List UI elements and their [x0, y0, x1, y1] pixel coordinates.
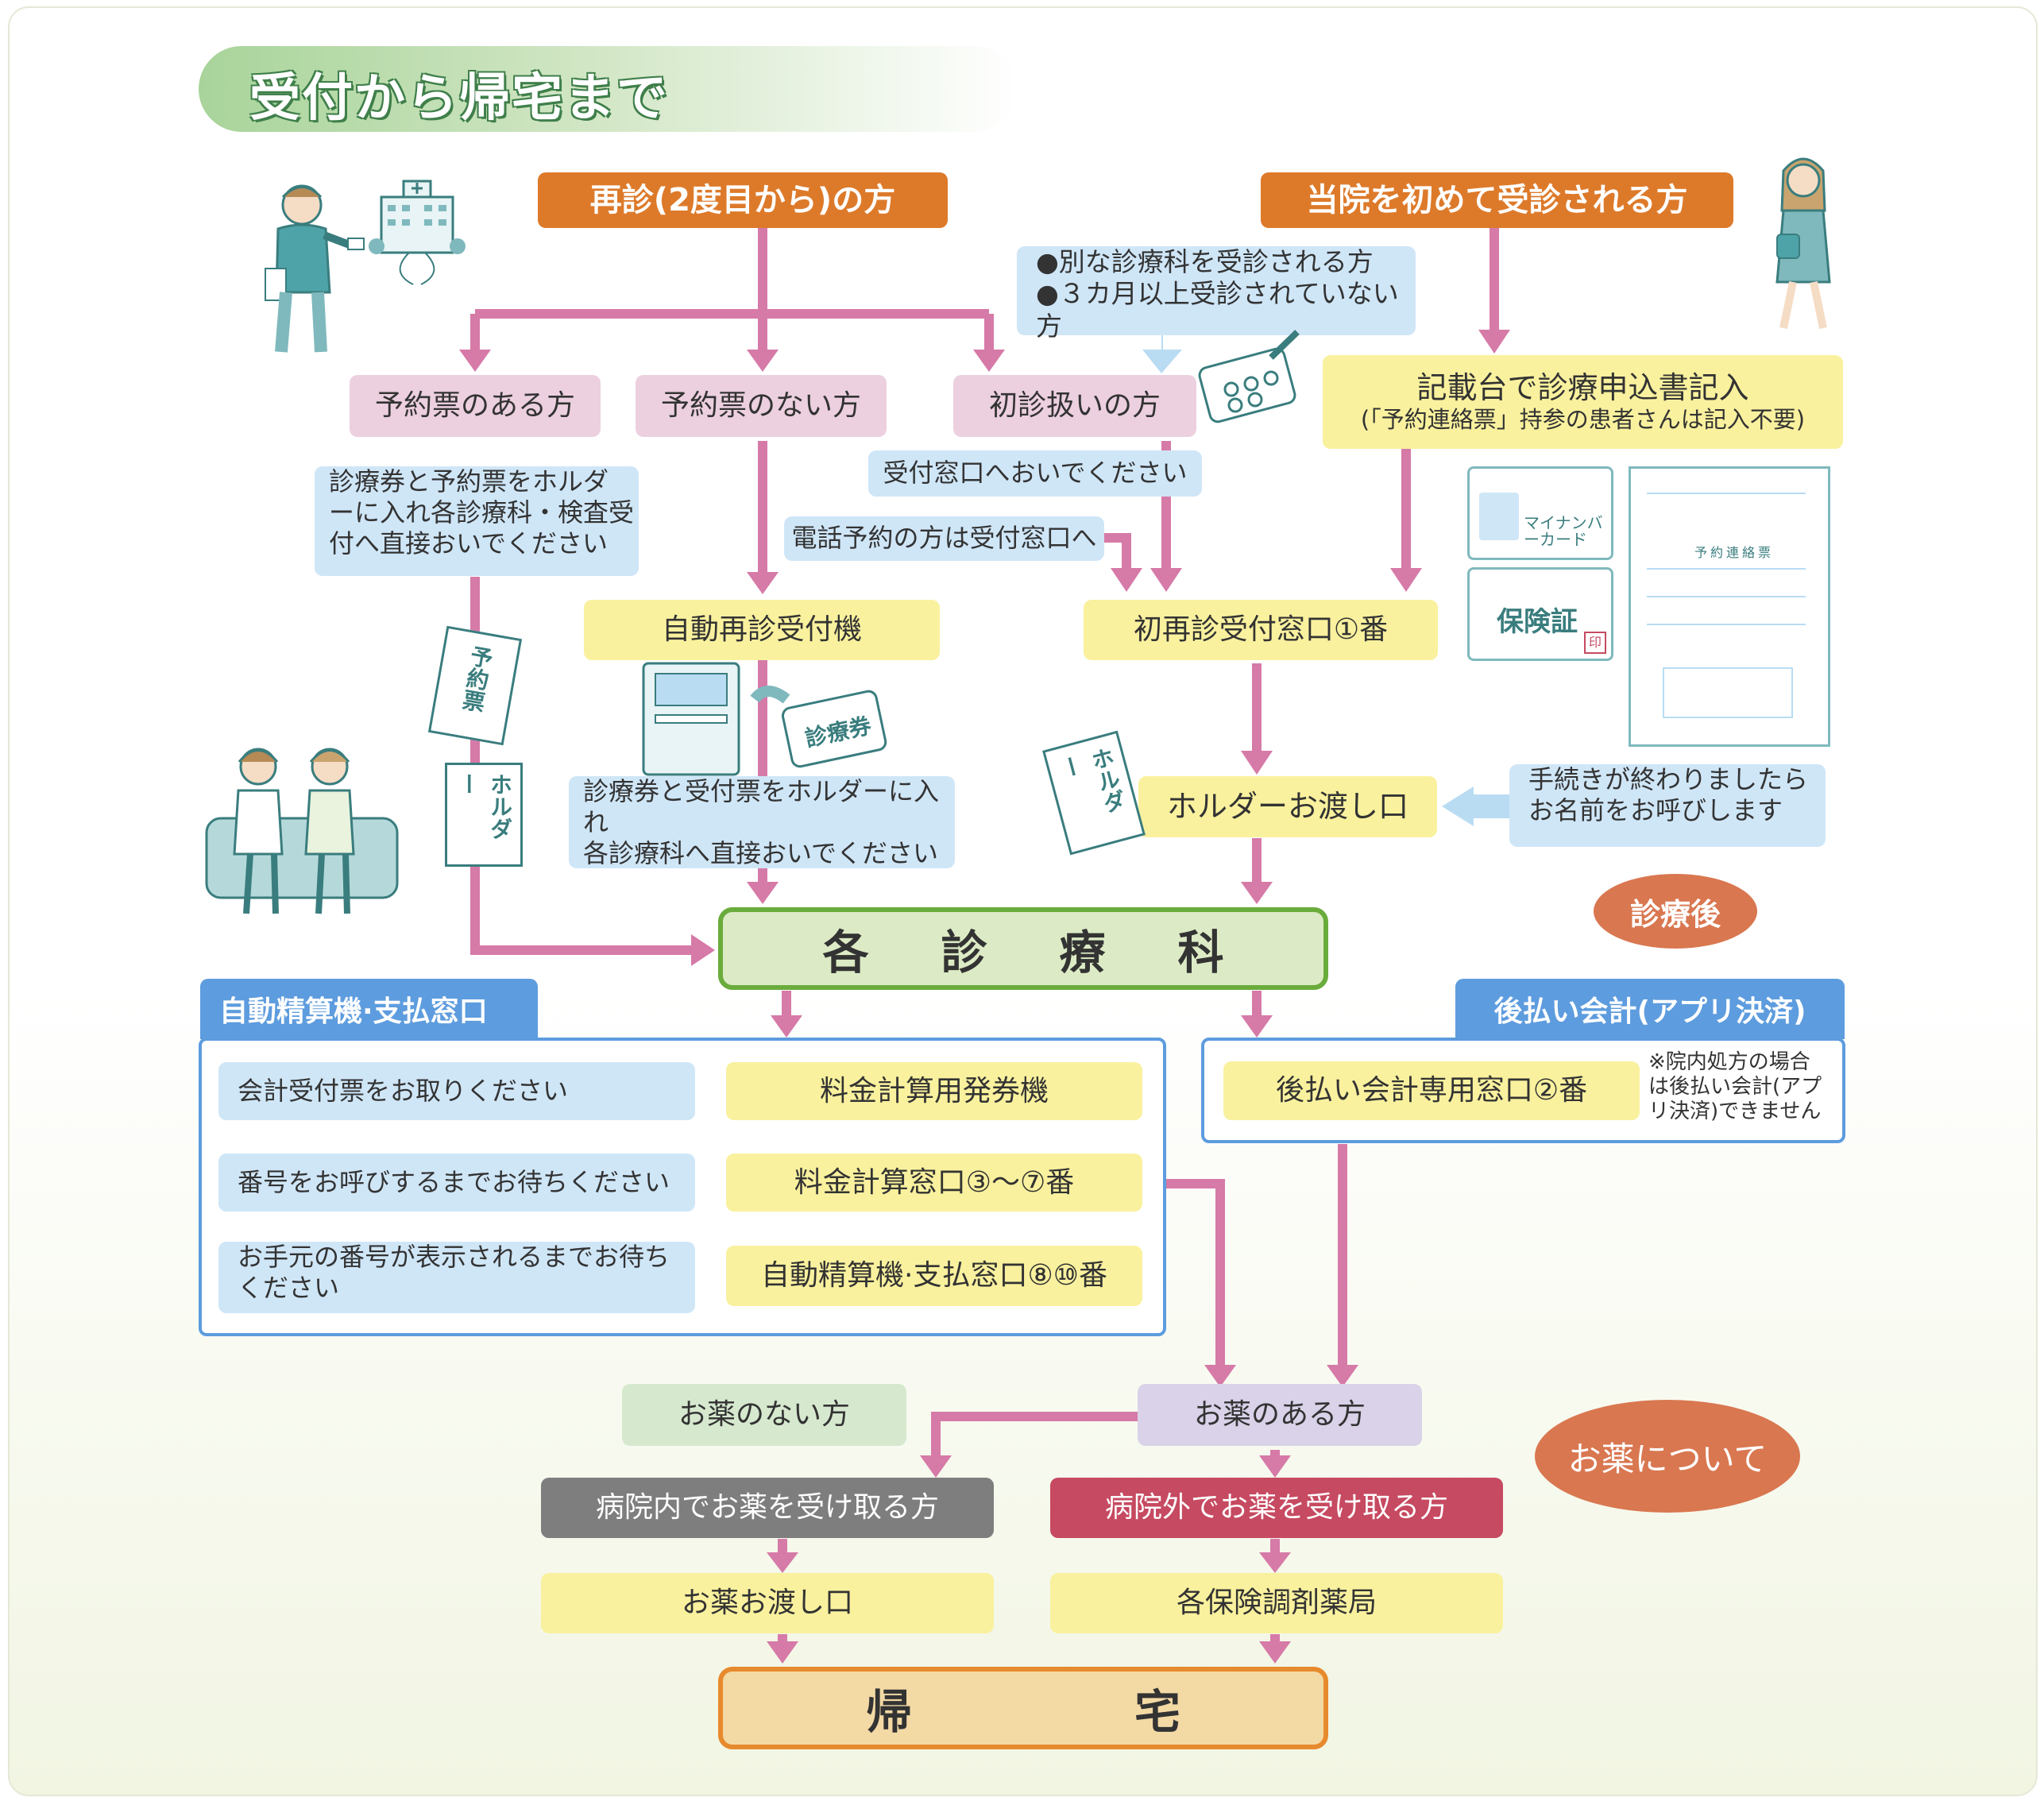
man-with-card-illustration: [265, 184, 365, 353]
holder-right-label: ホルダー: [1055, 744, 1129, 816]
payment-calc-window: 料金計算窓口③〜⑦番: [726, 1154, 1142, 1212]
note-line: リ決済)できません: [1648, 1100, 1822, 1124]
condition-line: ●別な診療科を受診される方: [1036, 246, 1374, 277]
payment-step-instruction: 番号をお呼びするまでお待ちください: [218, 1154, 695, 1212]
payment-auto-window: 自動精算機·支払窓口⑧⑩番: [726, 1246, 1142, 1306]
no-medicine-box: お薬のない方: [622, 1384, 906, 1446]
insurance-card-illustration: 保険証 印: [1467, 567, 1613, 661]
note-line: ※院内処方の場合: [1648, 1050, 1810, 1074]
holder-handover-counter: ホルダーお渡し口: [1138, 776, 1437, 837]
medicine-info-badge: お薬について: [1535, 1400, 1800, 1513]
departments-char: 療: [1059, 926, 1106, 980]
reception-window-instruction: 受付窓口へおいでください: [868, 450, 1202, 497]
insurance-card-label: 保険証: [1497, 606, 1578, 638]
name-call-notice: 手続きが終わりましたら お名前をお呼びします: [1509, 764, 1826, 847]
instruction-line: お名前をお呼びします: [1528, 795, 1783, 826]
my-number-card-label: マイナンバーカード: [1524, 513, 1603, 549]
holder-label: ホルダー: [455, 773, 513, 840]
fill-form-note: (「予約連絡票」持参の患者さんは記入不要): [1360, 406, 1806, 434]
home-box: 帰 宅: [718, 1667, 1328, 1749]
instruction-line: 各診療科へ直接おいでください: [583, 838, 939, 869]
waiting-couple-illustration: [205, 748, 399, 914]
instruction-line: ください: [238, 1273, 340, 1304]
reservation-instruction: 診療券と予約票をホルダ ーに入れ各診療科・検査受 付へ直接おいでください: [315, 466, 639, 576]
instruction-line: お手元の番号が表示されるまでお待ち: [238, 1242, 670, 1272]
medicine-counter: お薬お渡し口: [541, 1573, 994, 1633]
fill-form-box: 記載台で診療申込書記入 (「予約連絡票」持参の患者さんは記入不要): [1323, 355, 1843, 449]
phone-reservation-instruction: 電話予約の方は受付窓口へ: [784, 516, 1104, 561]
seal-mark: 印: [1584, 632, 1606, 654]
home-char: 宅: [1134, 1685, 1180, 1739]
patient-card-illustration: [1198, 330, 1300, 423]
hospital-building-illustration: [369, 180, 466, 285]
auto-machine-instruction: 診療券と受付票をホルダーに入れ 各診療科へ直接おいでください: [569, 776, 955, 868]
out-hospital-medicine: 病院外でお薬を受け取る方: [1050, 1478, 1503, 1538]
with-medicine-box: お薬のある方: [1138, 1384, 1422, 1446]
first-treatment-conditions: ●別な診療科を受診される方 ●３カ月以上受診されていない方: [1017, 246, 1416, 342]
initial-reception-window: 初再診受付窓口①番: [1084, 600, 1438, 660]
page-title-banner: 受付から帰宅まで: [199, 46, 1017, 132]
revisit-header: 再診(2度目から)の方: [538, 172, 948, 228]
payment-step-instruction: 会計受付票をお取りください: [218, 1062, 695, 1120]
instruction-line: 付へ直接おいでください: [329, 528, 609, 559]
departments-char: 各: [822, 926, 869, 980]
note-line: は後払い会計(アプ: [1648, 1075, 1822, 1100]
woman-illustration: [1775, 157, 1831, 330]
deferred-panel-tab: 後払い会計(アプリ決済): [1455, 979, 1845, 1039]
auto-revisit-machine: 自動再診受付機: [584, 600, 940, 660]
instruction-line: 手続きが終わりましたら: [1528, 764, 1809, 794]
departments-box: 各 診 療 科: [718, 907, 1328, 990]
after-treatment-badge: 診療後: [1594, 874, 1757, 949]
reservation-slip-label: 予約票: [458, 643, 496, 714]
reservation-form-illustration: 予約連絡票: [1629, 466, 1830, 747]
condition-line: ●３カ月以上受診されていない方: [1036, 278, 1399, 342]
my-number-card-illustration: マイナンバーカード: [1467, 466, 1613, 560]
deferred-note: ※院内処方の場合 は後払い会計(アプ リ決済)できません: [1648, 1050, 1839, 1125]
route-first-treatment: 初診扱いの方: [953, 375, 1196, 437]
route-with-reservation: 予約票のある方: [350, 375, 601, 437]
instruction-line: ーに入れ各診療科・検査受: [329, 497, 635, 528]
in-hospital-medicine: 病院内でお薬を受け取る方: [541, 1478, 994, 1538]
payment-ticket-machine: 料金計算用発券機: [726, 1062, 1142, 1120]
first-visit-header: 当院を初めて受診される方: [1261, 172, 1733, 228]
departments-char: 科: [1177, 926, 1224, 980]
home-char: 帰: [866, 1685, 913, 1739]
holder-illustration: ホルダー: [445, 763, 523, 867]
payment-step-instruction: お手元の番号が表示されるまでお待ち ください: [218, 1242, 695, 1313]
fill-form-title: 記載台で診療申込書記入: [1416, 370, 1749, 406]
page-title: 受付から帰宅まで: [249, 69, 669, 128]
instruction-line: 診療券と受付票をホルダーに入れ: [583, 776, 940, 838]
departments-char: 診: [941, 926, 987, 980]
route-without-reservation: 予約票のない方: [636, 375, 887, 437]
deferred-window: 後払い会計専用窓口②番: [1223, 1061, 1640, 1120]
instruction-line: 診療券と予約票をホルダ: [329, 466, 609, 497]
reservation-form-title: 予約連絡票: [1694, 545, 1775, 560]
insurance-pharmacy: 各保険調剤薬局: [1050, 1573, 1503, 1633]
reception-machine-illustration: 診療券: [642, 662, 887, 776]
payment-panel-tab: 自動精算機·支払窓口: [200, 979, 538, 1039]
